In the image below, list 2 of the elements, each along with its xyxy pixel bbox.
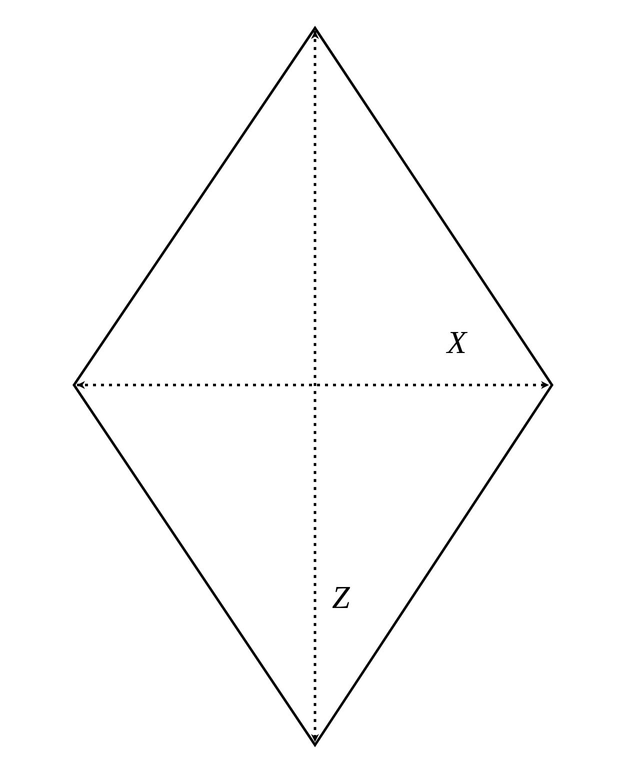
dimension-label: X — [447, 326, 467, 358]
dimension-label: Z — [332, 581, 350, 613]
